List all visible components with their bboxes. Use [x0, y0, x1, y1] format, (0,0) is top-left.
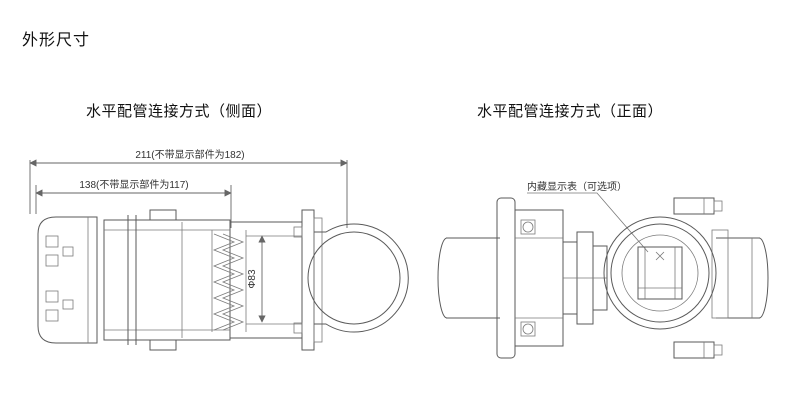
page-title: 外形尺寸: [22, 32, 91, 49]
housing-outer-ring: [603, 216, 717, 330]
front-view-drawing: 内藏显示表（可选项）: [437, 180, 769, 359]
top-boss: [149, 209, 177, 221]
conduit-entry-bottom: [673, 341, 723, 359]
display-leader-line: [527, 192, 649, 253]
dimension-pipe-diameter: Φ83: [247, 235, 266, 323]
display-window: [637, 246, 683, 300]
dimension-pipe-diameter-label: Φ83: [247, 269, 258, 289]
caption-side-view: 水平配管连接方式（侧面）: [86, 103, 273, 120]
pipe-cross-section: [307, 231, 401, 325]
display-window-ring: [621, 234, 699, 312]
u-bolt: [314, 223, 409, 333]
side-view-drawing: 211(不带显示部件为182) 138(不带显示部件为117): [29, 148, 409, 351]
dimension-body-length-label: 138(不带显示部件为117): [79, 178, 188, 191]
u-bolt-nut-top: [293, 226, 303, 238]
bottom-boss: [149, 339, 177, 351]
caption-front-view: 水平配管连接方式（正面）: [477, 103, 664, 120]
u-bolt-nut-bottom: [293, 322, 303, 334]
transmitter-side-body: Φ83: [37, 209, 409, 351]
housing-front: [603, 216, 729, 330]
end-cap: [37, 216, 98, 344]
mounting-bracket-front: [496, 197, 564, 359]
housing-side-body: [711, 229, 729, 319]
conduit-entry-top: [673, 197, 723, 215]
dimension-overall-length: 211(不带显示部件为182): [29, 148, 348, 228]
bolt-bottom: [520, 321, 536, 337]
bolt-top: [520, 219, 536, 235]
display-label-group: 内藏显示表（可选项）: [527, 180, 649, 253]
pipe-horizontal: [437, 237, 769, 319]
ribbed-adapter: [211, 230, 247, 332]
dimension-overall-length-label: 211(不带显示部件为182): [135, 148, 244, 161]
sensor-stack: [562, 231, 608, 325]
housing-body: [103, 219, 231, 341]
dimension-body-length: 138(不带显示部件为117): [35, 178, 232, 228]
housing-bezel-ring: [610, 223, 710, 323]
display-label: 内藏显示表（可选项）: [527, 180, 627, 193]
display-mark: [655, 251, 665, 261]
